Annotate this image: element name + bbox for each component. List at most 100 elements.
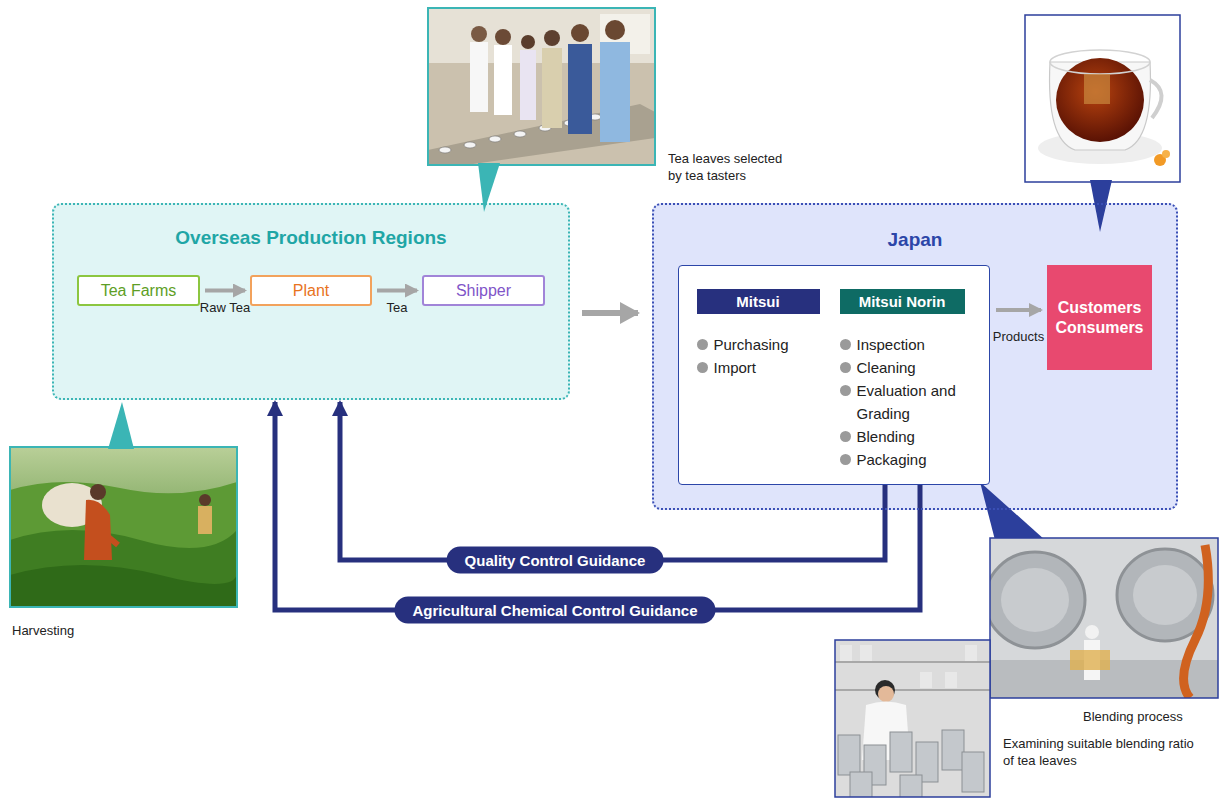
flow-arrow bbox=[377, 289, 417, 293]
examining-photo bbox=[835, 662, 990, 690]
tea-tasters-photo bbox=[470, 20, 630, 142]
blending-process-photo bbox=[1085, 625, 1099, 639]
harvesting-photo bbox=[10, 447, 237, 607]
region-title: Overseas Production Regions bbox=[54, 227, 568, 249]
callout-pointer bbox=[980, 482, 1045, 540]
tea-tasters-photo bbox=[428, 8, 655, 168]
tea-tasters-photo bbox=[514, 131, 526, 137]
tea-tasters-photo bbox=[470, 42, 488, 112]
task-item: Evaluation and Grading bbox=[840, 379, 980, 425]
examining-photo bbox=[890, 732, 912, 772]
tea-cup-photo bbox=[1025, 15, 1180, 182]
examining-photo bbox=[850, 772, 872, 797]
harvesting-photo bbox=[10, 447, 237, 607]
process-box: Tea Farms bbox=[77, 275, 200, 306]
callout-pointer bbox=[1090, 180, 1112, 232]
region-panel: MitsuiPurchasingImportMitsui NorinInspec… bbox=[652, 203, 1178, 510]
harvesting-photo bbox=[198, 506, 212, 534]
process-box: Plant bbox=[250, 275, 372, 306]
examining-photo bbox=[945, 672, 957, 688]
tea-tasters-photo bbox=[571, 24, 589, 42]
tea-tasters-photo bbox=[605, 20, 625, 40]
examining-photo bbox=[838, 730, 984, 797]
examining-photo bbox=[900, 775, 922, 797]
region-fill bbox=[52, 203, 570, 400]
tea-tasters-photo bbox=[428, 8, 655, 165]
shipment-arrow bbox=[582, 310, 638, 316]
company-column: MitsuiPurchasingImport bbox=[697, 289, 832, 379]
blending-process-photo bbox=[1001, 568, 1069, 632]
harvesting-photo bbox=[10, 530, 237, 607]
photo-caption: Examining suitable blending ratio of tea… bbox=[1003, 735, 1208, 769]
examining-photo bbox=[942, 730, 964, 770]
examining-photo bbox=[920, 672, 932, 688]
tea-cup-photo bbox=[1025, 15, 1180, 182]
tea-tasters-photo bbox=[428, 8, 655, 165]
examining-photo bbox=[860, 645, 872, 661]
tea-tasters-photo bbox=[464, 142, 476, 148]
guidance-label: Agricultural Chemical Control Guidance bbox=[394, 597, 715, 624]
tea-cup-photo bbox=[1150, 80, 1162, 118]
tea-tasters-photo bbox=[544, 30, 560, 46]
tea-tasters-photo bbox=[521, 35, 535, 49]
photo-caption: Tea leaves selected by tea tasters bbox=[668, 150, 798, 184]
product-arrow bbox=[996, 308, 1041, 312]
tea-tasters-photo bbox=[542, 48, 562, 128]
tea-cup-photo bbox=[1025, 15, 1180, 182]
examining-photo bbox=[835, 689, 990, 691]
customer-box: Customers Consumers bbox=[1047, 265, 1152, 370]
tea-tasters-photo bbox=[600, 42, 630, 142]
customer-label: Customers Consumers bbox=[1053, 298, 1146, 338]
blending-process-photo bbox=[1070, 650, 1110, 670]
blending-process-photo bbox=[985, 538, 1218, 698]
task-item: Purchasing bbox=[697, 333, 832, 356]
task-item: Cleaning bbox=[840, 356, 980, 379]
tea-cup-photo bbox=[1050, 50, 1150, 74]
harvesting-photo bbox=[10, 565, 237, 607]
examining-photo bbox=[840, 645, 852, 661]
task-item: Packaging bbox=[840, 448, 980, 471]
harvesting-photo bbox=[199, 494, 211, 506]
blending-process-photo bbox=[990, 552, 1085, 648]
blending-process-photo bbox=[1133, 565, 1197, 625]
tea-tasters-photo bbox=[494, 45, 512, 115]
process-box: Shipper bbox=[422, 275, 545, 306]
company-name: Mitsui Norin bbox=[840, 289, 965, 314]
harvesting-photo bbox=[10, 447, 237, 607]
photo-caption: Harvesting bbox=[12, 622, 132, 639]
guidance-label: Quality Control Guidance bbox=[447, 547, 664, 574]
photo-caption: Blending process bbox=[1083, 708, 1213, 725]
examining-photo bbox=[835, 640, 990, 797]
task-item: Import bbox=[697, 356, 832, 379]
tea-tasters-photo bbox=[568, 44, 592, 134]
task-item: Blending bbox=[840, 425, 980, 448]
flow-label: Products bbox=[993, 329, 1044, 344]
flow-arrow bbox=[205, 289, 245, 293]
tea-cup-photo bbox=[1025, 15, 1180, 182]
region-fill bbox=[652, 203, 1178, 510]
blending-process-photo bbox=[990, 538, 1218, 698]
company-column: Mitsui NorinInspectionCleaningEvaluation… bbox=[840, 289, 980, 471]
company-panel: MitsuiPurchasingImportMitsui NorinInspec… bbox=[678, 265, 990, 485]
box-label: Plant bbox=[293, 282, 329, 300]
box-label: Shipper bbox=[456, 282, 511, 300]
tea-tasters-photo bbox=[495, 29, 511, 45]
examining-photo bbox=[835, 640, 990, 799]
examining-photo bbox=[840, 645, 977, 688]
examining-photo bbox=[878, 686, 894, 702]
region-title: Japan bbox=[654, 229, 1176, 251]
examining-photo bbox=[835, 661, 990, 663]
tea-tasters-photo bbox=[520, 50, 536, 120]
examining-photo bbox=[835, 640, 990, 797]
tea-tasters-photo bbox=[439, 147, 451, 153]
flow-label: Raw Tea bbox=[200, 299, 250, 314]
callout-pointer bbox=[108, 402, 134, 449]
harvesting-photo bbox=[88, 520, 118, 545]
harvesting-photo bbox=[10, 482, 237, 607]
examining-photo bbox=[962, 752, 984, 792]
flow-label: Tea bbox=[387, 299, 408, 314]
box-label: Tea Farms bbox=[101, 282, 177, 300]
task-item: Inspection bbox=[840, 333, 980, 356]
tea-tasters-photo bbox=[489, 136, 501, 142]
